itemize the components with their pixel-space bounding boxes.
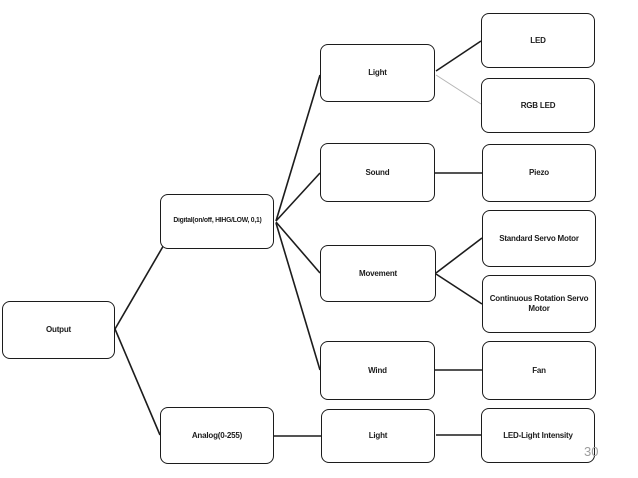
- node-output-label: Output: [45, 325, 71, 334]
- edge-light1-rgbled: [435, 74, 482, 105]
- node-light-analog-label: Light: [368, 431, 388, 440]
- edge-digital-movement: [275, 221, 321, 274]
- edge-output-analog: [114, 328, 161, 436]
- node-rgb-led: RGB LED: [481, 78, 595, 133]
- node-movement: Movement: [320, 245, 436, 302]
- node-piezo: Piezo: [482, 144, 596, 202]
- node-led-label: LED: [530, 35, 546, 45]
- node-standard-servo-motor: Standard Servo Motor: [482, 210, 596, 267]
- slide-page-number: 30: [584, 444, 599, 459]
- edge-light1-led: [435, 40, 482, 72]
- node-led-light-intensity-label: LED-Light Intensity: [503, 430, 573, 440]
- edge-movement-servo_cont: [435, 273, 483, 305]
- node-analog-label: Analog(0-255): [191, 430, 243, 440]
- node-continuous-rotation-servo-motor-label: Continuous Rotation Servo Motor: [489, 294, 589, 313]
- node-standard-servo-motor-label: Standard Servo Motor: [499, 233, 579, 243]
- node-piezo-label: Piezo: [529, 168, 549, 177]
- node-light-digital: Light: [320, 44, 435, 102]
- node-output: Output: [2, 301, 115, 359]
- node-analog: Analog(0-255): [160, 407, 274, 464]
- node-wind: Wind: [320, 341, 435, 400]
- node-led: LED: [481, 13, 595, 68]
- edge-digital-wind: [275, 222, 321, 371]
- node-movement-label: Movement: [359, 268, 397, 278]
- node-light-analog: Light: [321, 409, 435, 463]
- node-digital-label: Digital(on/off, HIHG/LOW, 0,1): [172, 217, 262, 225]
- node-led-light-intensity: LED-Light Intensity: [481, 408, 595, 463]
- node-rgb-led-label: RGB LED: [520, 100, 556, 110]
- edge-output-digital: [114, 242, 166, 330]
- edge-digital-sound: [275, 172, 321, 222]
- edge-movement-servo_std: [435, 237, 483, 274]
- node-continuous-rotation-servo-motor: Continuous Rotation Servo Motor: [482, 275, 596, 333]
- edge-digital-light1: [275, 74, 321, 222]
- node-fan-label: Fan: [532, 365, 546, 375]
- node-wind-label: Wind: [368, 365, 387, 375]
- node-light-digital-label: Light: [368, 68, 387, 77]
- node-fan: Fan: [482, 341, 596, 400]
- node-sound-label: Sound: [365, 167, 390, 177]
- node-digital: Digital(on/off, HIHG/LOW, 0,1): [160, 194, 274, 249]
- node-sound: Sound: [320, 143, 435, 202]
